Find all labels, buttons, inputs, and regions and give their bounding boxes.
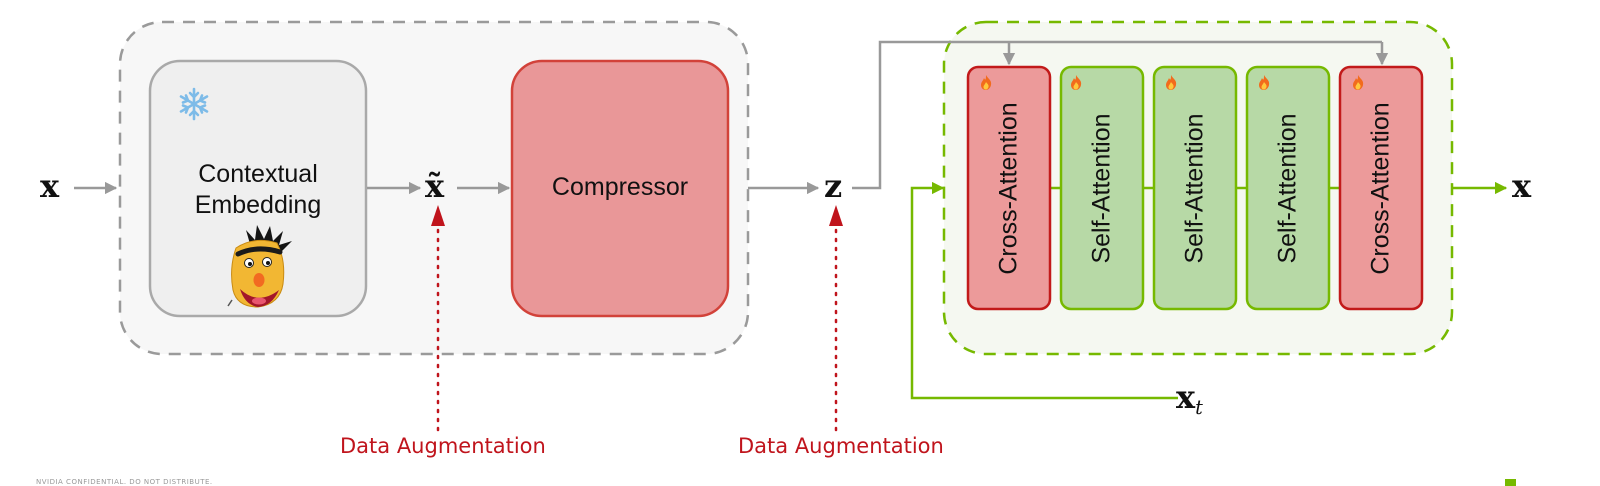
contextual-embedding-line2: Embedding <box>194 191 322 219</box>
noisy-xt-subscript: t <box>1195 396 1203 419</box>
contextual-embedding-box <box>148 59 368 318</box>
decoder-block-4 <box>1245 65 1331 311</box>
contextual-embedding-line1: Contextual <box>198 159 318 188</box>
compressor-label: Compressor <box>551 173 689 202</box>
decoder-block-5 <box>1338 65 1424 311</box>
decoder-block-1-label: Cross-Attention <box>994 101 1023 275</box>
output-x-symbol: x <box>1512 167 1532 205</box>
augmentation-arrowhead-right <box>829 205 843 226</box>
x-tilde-symbol: x̃ <box>425 167 445 205</box>
arrow-z-routing <box>852 40 1382 190</box>
snowflake-icon <box>179 87 209 121</box>
data-augmentation-label-right: Data Augmentation <box>738 434 944 458</box>
augmentation-arrowhead-left <box>431 205 445 226</box>
bert-puppet-icon <box>227 225 292 308</box>
corner-brand-mark <box>1505 479 1516 486</box>
decoder-block-4-label: Self-Attention <box>1273 112 1302 264</box>
decoder-block-2-label: Self-Attention <box>1087 112 1116 264</box>
latent-z-symbol: z <box>824 167 843 205</box>
decoder-block-5-label: Cross-Attention <box>1366 101 1395 275</box>
decoder-block-1 <box>966 65 1052 311</box>
input-x-symbol: x <box>40 167 60 205</box>
decoder-block-3 <box>1152 65 1238 311</box>
arrow-xt-to-decoder <box>910 181 1178 400</box>
data-augmentation-label-left: Data Augmentation <box>340 434 546 458</box>
footer-note: NVIDIA CONFIDENTIAL. DO NOT DISTRIBUTE. <box>36 478 213 486</box>
noisy-xt-symbol: xt <box>1176 381 1203 417</box>
contextual-embedding-label: Contextual Embedding <box>150 150 366 230</box>
decoder-block-3-label: Self-Attention <box>1180 112 1209 264</box>
decoder-block-2 <box>1059 65 1145 311</box>
noisy-xt-base: x <box>1176 378 1196 416</box>
compressor-box <box>510 59 730 318</box>
